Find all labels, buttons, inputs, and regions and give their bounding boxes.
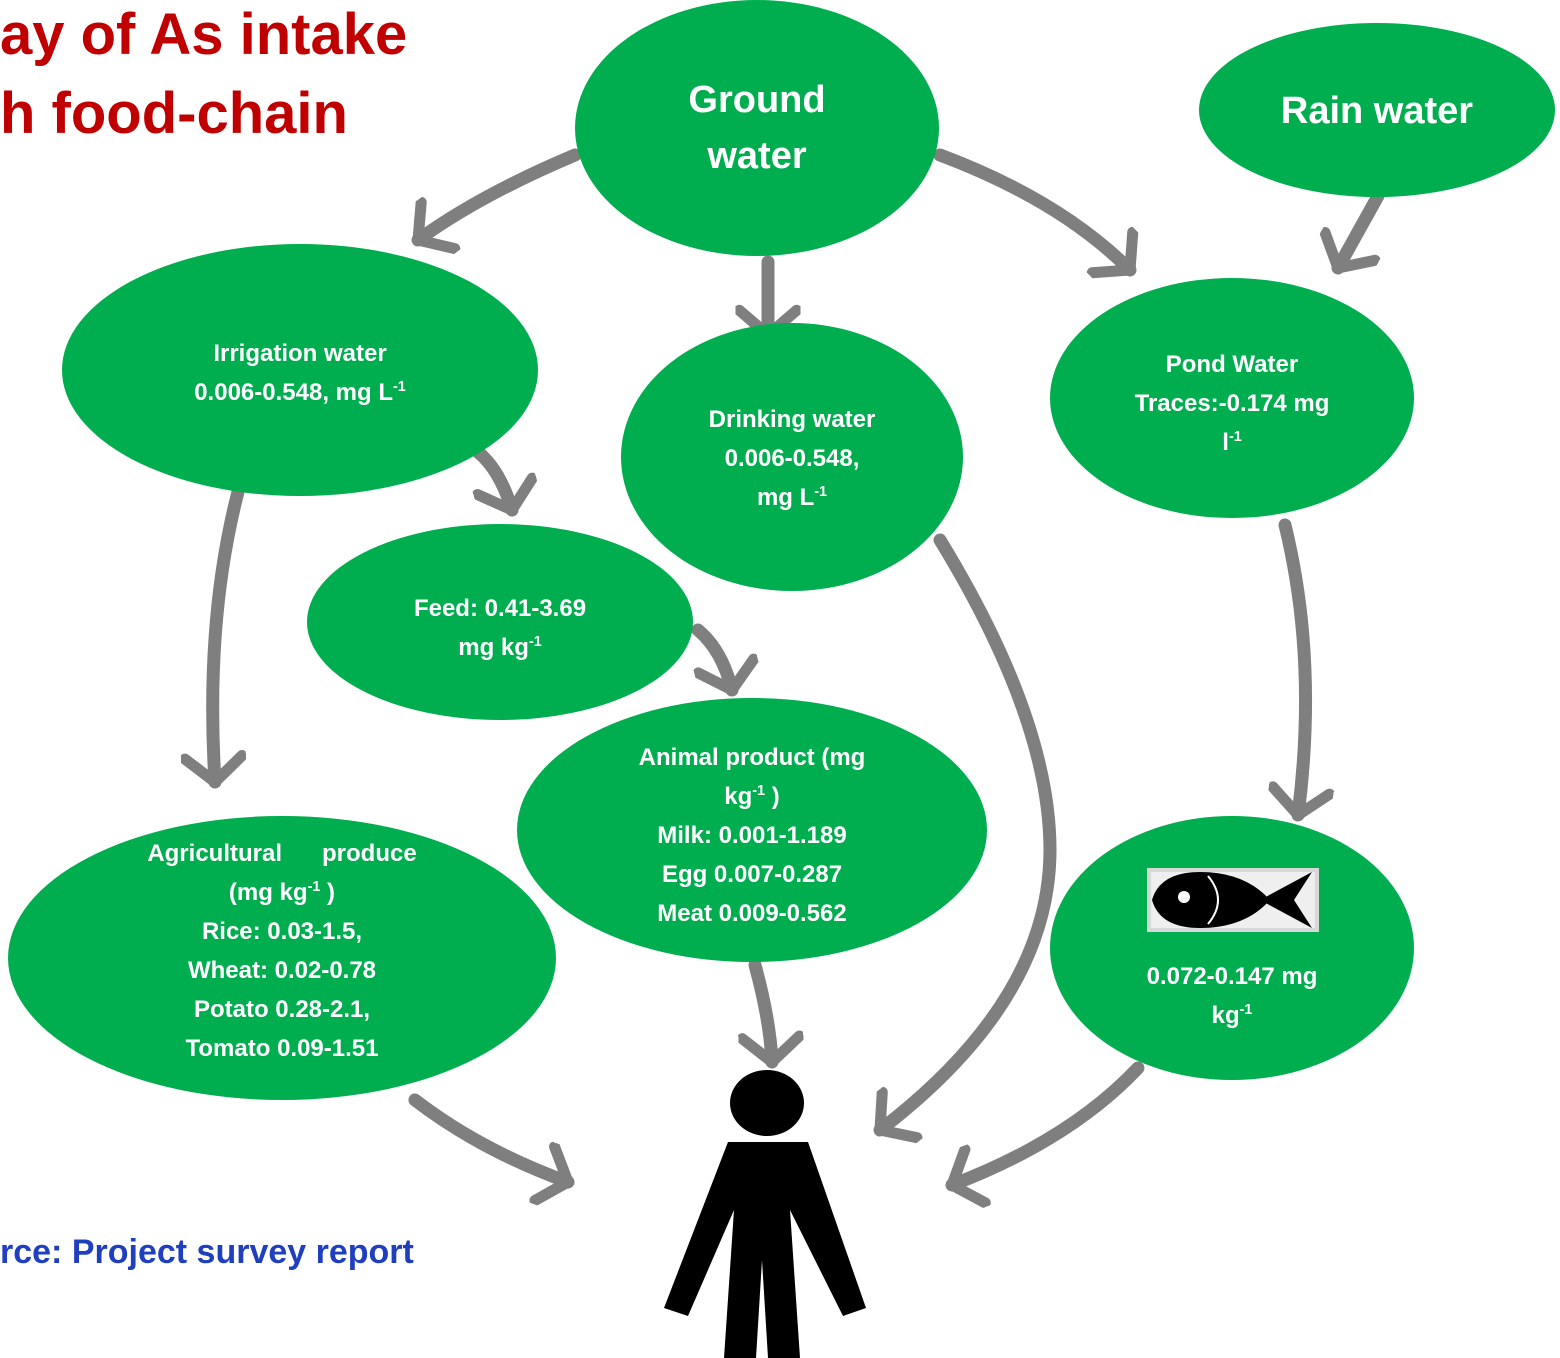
drinking-water-node xyxy=(621,323,963,591)
arrow-ground-to-pond xyxy=(933,148,1130,270)
person-icon xyxy=(664,1070,866,1358)
pond-water-line-2: Traces:-0.174 mg xyxy=(1134,389,1330,417)
arrow-ground-to-irrigation xyxy=(411,148,582,240)
irrigation-water-line-1: Irrigation water xyxy=(213,340,387,367)
title-line-2: h food-chain xyxy=(0,81,348,146)
pond-water-node xyxy=(1050,278,1414,518)
fish-label: 0.072-0.147 mg kg-1 xyxy=(1050,956,1414,1036)
feed-line-1: Feed: 0.41-3.69 xyxy=(413,595,587,622)
drinking-water-line-2: 0.006-0.548, xyxy=(724,444,860,472)
rain-water-line-1: Rain water xyxy=(1280,90,1474,132)
arrow-fish-to-human xyxy=(945,1061,1145,1185)
agricultural-produce-line-2: (mg kg-1 ) xyxy=(228,879,336,906)
drinking-water-line-3: mg L-1 xyxy=(756,483,828,511)
source-note: rce: Project survey report xyxy=(0,1233,414,1271)
animal-product-line-4: Egg 0.007-0.287 xyxy=(661,860,843,888)
agricultural-produce-node xyxy=(8,816,556,1100)
agricultural-produce-line-5: Potato 0.28-2.1, xyxy=(193,996,371,1023)
rain-water-node xyxy=(1199,23,1555,197)
nodes xyxy=(8,0,1555,1100)
irrigation-water-label: Irrigation water 0.006-0.548, mg L-1 xyxy=(62,333,538,413)
arrows xyxy=(213,148,1385,1185)
arrow-irrigation-to-feed xyxy=(471,445,512,517)
arrow-animal-to-human xyxy=(755,958,772,1069)
feed-line-2: mg kg-1 xyxy=(458,634,542,661)
fish-line-2: kg-1 xyxy=(1211,1002,1253,1029)
agricultural-produce-line-6: Tomato 0.09-1.51 xyxy=(185,1035,379,1062)
animal-product-line-2: kg-1 ) xyxy=(724,782,780,810)
rain-water-label: Rain water xyxy=(1199,24,1555,198)
pond-water-line-1: Pond Water xyxy=(1165,350,1299,378)
agricultural-produce-line-3: Rice: 0.03-1.5, xyxy=(201,918,363,945)
arrow-feed-to-animal xyxy=(691,623,732,697)
irrigation-water-line-2: 0.006-0.548, mg L-1 xyxy=(194,379,406,406)
animal-product-line-5: Meat 0.009-0.562 xyxy=(657,899,847,927)
drinking-water-line-1: Drinking water xyxy=(708,405,876,433)
feed-label: Feed: 0.41-3.69 mg kg-1 xyxy=(307,588,693,668)
fish-line-1: 0.072-0.147 mg xyxy=(1146,963,1318,990)
irrigation-water-node xyxy=(62,244,538,496)
animal-product-node xyxy=(517,698,987,962)
ground-water-node xyxy=(575,0,939,256)
ground-water-line-2: water xyxy=(707,135,807,177)
arrow-pond-to-fish xyxy=(1285,518,1306,822)
animal-product-label: Animal product (mg kg-1 ) Milk: 0.001-1.… xyxy=(517,737,987,933)
pond-water-line-3: l-1 xyxy=(1222,428,1242,456)
arrow-drinking-to-human xyxy=(873,533,1057,1130)
animal-product-line-3: Milk: 0.001-1.189 xyxy=(657,821,847,849)
agricultural-produce-label: Agricultural produce (mg kg-1 ) Rice: 0.… xyxy=(8,834,556,1068)
arrow-agricultural-to-human xyxy=(408,1093,575,1182)
title-line-1: ay of As intake xyxy=(0,2,408,67)
feed-node xyxy=(307,524,693,720)
animal-product-line-1: Animal product (mg xyxy=(638,743,866,771)
agricultural-produce-line-4: Wheat: 0.02-0.78 xyxy=(187,957,377,984)
agricultural-produce-line-1: Agricultural produce xyxy=(147,840,417,867)
drinking-water-label: Drinking water 0.006-0.548, mg L-1 xyxy=(621,398,963,518)
ground-water-line-1: Ground xyxy=(688,79,826,121)
ground-water-label: Ground water xyxy=(577,0,937,256)
fish-icon xyxy=(1147,868,1319,932)
arrow-irrigation-to-agricultural xyxy=(213,485,238,789)
fish-node xyxy=(1050,816,1414,1080)
pond-water-label: Pond Water Traces:-0.174 mg l-1 xyxy=(1050,344,1414,462)
arrow-rain-to-pond xyxy=(1338,189,1385,275)
